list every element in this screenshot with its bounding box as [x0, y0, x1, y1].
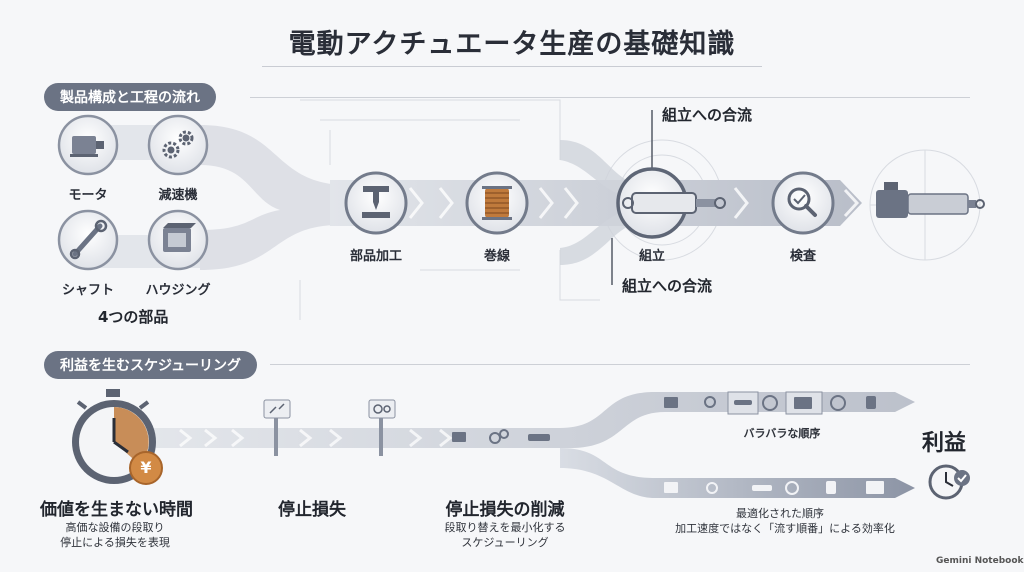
process-circle-machining	[344, 171, 408, 235]
process-label-inspection: 検査	[789, 249, 816, 264]
check-clock-icon	[928, 464, 970, 500]
stage-sub-idle-1: 高価な設備の段取り	[65, 521, 165, 534]
optimized-order-band	[560, 448, 915, 498]
shaft-icon	[69, 219, 108, 260]
part-label-motor: モータ	[68, 188, 108, 203]
part-circle-housing	[147, 209, 209, 271]
process-label-winding: 巻線	[483, 249, 510, 264]
optimized-order-icons	[664, 481, 884, 495]
process-label-assembly: 組立	[638, 249, 665, 264]
merge-callout-top: 組立への合流	[662, 106, 753, 124]
stage-sub-reduction-2: スケジューリング	[461, 536, 549, 549]
part-label-shaft: シャフト	[61, 283, 114, 298]
footer-brand: Gemini Notebook	[936, 556, 1024, 566]
process-circle-assembly	[616, 167, 726, 239]
optimized-order-label: 最適化された順序	[736, 507, 824, 520]
stage-title-stop-loss: 停止損失	[278, 500, 346, 520]
optimized-order-sub: 加工速度ではなく「流す順番」による効率化	[675, 522, 895, 535]
stop-loss-sign-2	[368, 399, 396, 456]
section-header-process: 製品構成と工程の流れ	[44, 83, 216, 111]
yen-coin	[129, 451, 163, 485]
section-divider	[250, 97, 970, 98]
part-circle-shaft	[57, 209, 119, 271]
stage-title-idle-time: 価値を生まない時間	[40, 500, 193, 520]
merge-callout-bottom: 組立への合流	[622, 277, 713, 295]
schedule-chevrons	[179, 428, 453, 448]
random-order-label: バラバラな順序	[743, 427, 821, 440]
actuator-icon	[876, 182, 985, 218]
parts-merge-band	[95, 125, 340, 270]
stage-title-reduction: 停止損失の削減	[445, 500, 565, 520]
reduction-band-icons	[452, 429, 550, 444]
inspection-icon	[787, 187, 817, 217]
part-circle-motor	[57, 114, 119, 176]
process-circle-winding	[465, 171, 529, 235]
part-circle-reducer	[147, 114, 209, 176]
random-order-icons	[664, 391, 876, 415]
process-label-machining: 部品加工	[349, 249, 402, 264]
motor-icon	[70, 136, 104, 157]
stop-loss-sign-1	[263, 399, 291, 456]
cylinder-icon	[622, 192, 726, 214]
section-divider-2	[270, 364, 970, 365]
flow-chevrons	[408, 187, 860, 219]
process-flow-arrow	[330, 180, 862, 226]
coil-icon	[482, 186, 512, 220]
random-order-band	[150, 392, 915, 448]
housing-icon	[163, 223, 196, 252]
process-circle-inspection	[771, 171, 835, 235]
machining-icon	[362, 186, 390, 218]
stage-sub-idle-2: 停止による損失を表現	[60, 536, 170, 549]
yen-symbol: ¥	[140, 458, 152, 477]
part-label-housing: ハウジング	[145, 283, 211, 298]
section-header-scheduling: 利益を生むスケジューリング	[44, 351, 258, 379]
title-divider	[262, 66, 762, 67]
page-title: 電動アクチュエータ生産の基礎知識	[288, 29, 736, 60]
parts-caption: 4つの部品	[98, 308, 169, 326]
stage-sub-reduction-1: 段取り替えを最小化する	[444, 521, 566, 534]
profit-label: 利益	[922, 431, 967, 456]
gears-icon	[162, 130, 194, 159]
part-label-reducer: 減速機	[158, 188, 198, 203]
